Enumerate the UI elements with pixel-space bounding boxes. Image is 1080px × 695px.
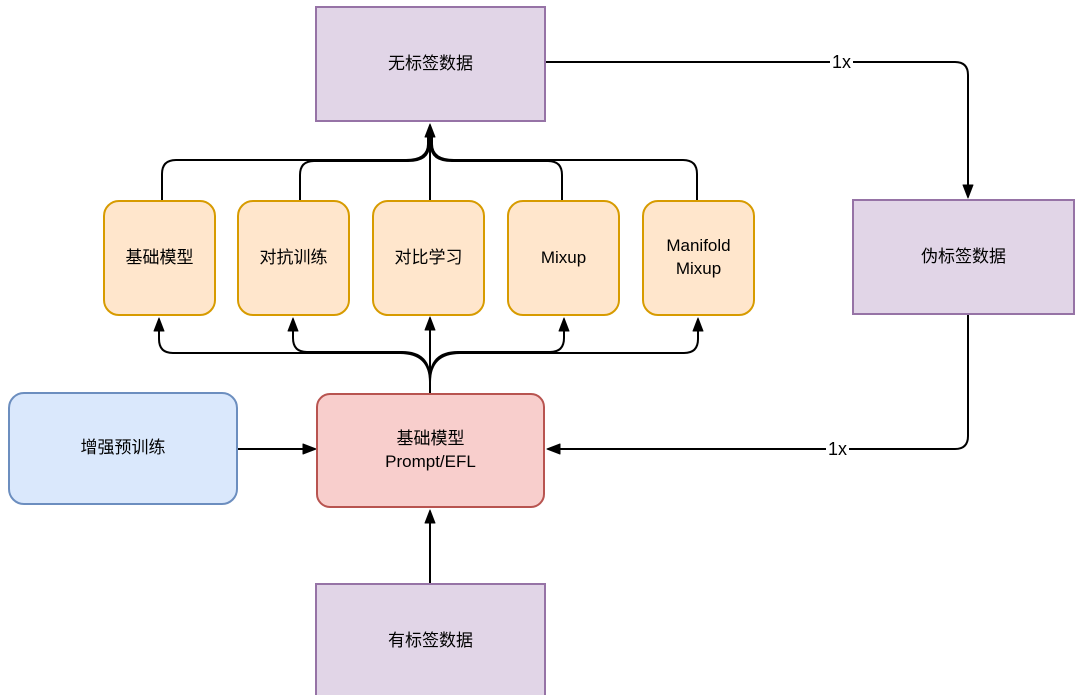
node-unlabeled-data: 无标签数据 [315,6,546,122]
node-augmented-pretraining-label: 增强预训练 [80,438,166,458]
node-contrastive-learning-label: 对比学习 [394,247,463,267]
node-base-model-label: 基础模型 [125,247,194,267]
edge-label-1x-top: 1x [830,52,854,72]
edge-prompt-to-adversarial [287,317,431,381]
node-pseudo-labeled-data: 伪标签数据 [852,199,1075,315]
node-adversarial-training: 对抗训练 [237,200,350,316]
edge-pseudo-to-prompt [546,315,969,455]
node-mixup-label: Mixup [540,247,587,267]
node-base-model-prompt-efl-line1: 基础模型 [396,428,465,448]
edge-prompt-to-mixup [429,317,570,381]
node-manifold-mixup-label-line2: Mixup [675,259,722,278]
node-contrastive-learning: 对比学习 [372,200,485,316]
edge-label-1x-bottom: 1x [826,439,850,459]
edge-manifold-to-unlabeled [431,134,698,200]
node-base-model: 基础模型 [103,200,216,316]
node-manifold-mixup-label-line1: Manifold [666,236,731,256]
node-pseudo-labeled-data-label: 伪标签数据 [921,246,1006,266]
node-unlabeled-data-label: 无标签数据 [388,53,473,73]
edge-basemodel-to-unlabeled [161,134,429,200]
node-base-model-prompt-efl-line2: Prompt/EFL [385,451,476,471]
edge-unlabeled-to-pseudo [546,61,974,199]
node-labeled-data-label: 有标签数据 [388,630,473,650]
node-adversarial-training-label: 对抗训练 [259,247,328,267]
edge-prompt-to-basemodel [153,317,431,383]
node-mixup: Mixup [507,200,620,316]
node-labeled-data: 有标签数据 [315,583,546,695]
node-manifold-mixup: Manifold Mixup [642,200,755,316]
edge-adversarial-to-unlabeled [299,135,430,200]
node-base-model-prompt-efl: 基础模型 Prompt/EFL [316,393,545,508]
node-augmented-pretraining: 增强预训练 [8,392,238,505]
edge-prompt-to-manifold [429,317,704,383]
edge-mixup-to-unlabeled [430,135,563,200]
